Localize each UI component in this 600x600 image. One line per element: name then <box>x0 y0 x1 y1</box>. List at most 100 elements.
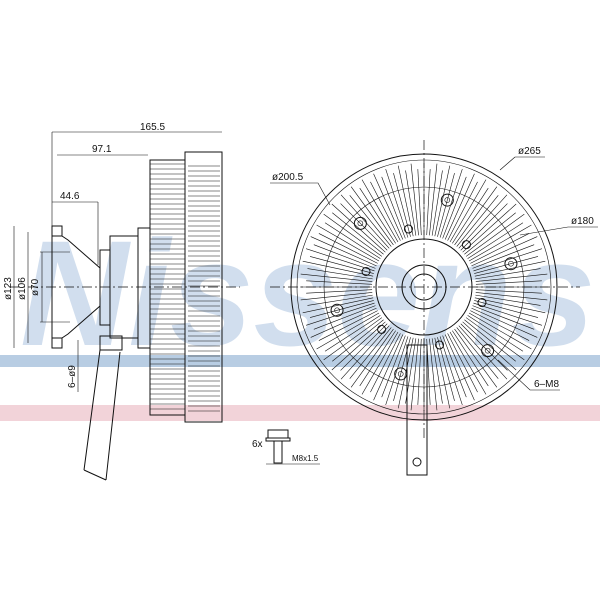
dim-outer-dia: ø265 <box>518 146 541 157</box>
radial-fin <box>350 328 394 388</box>
radial-fin <box>305 248 375 272</box>
radial-fin <box>323 317 383 361</box>
radial-fin <box>393 337 411 402</box>
radial-fin <box>373 173 404 240</box>
radial-fin <box>381 176 406 239</box>
mount-hole <box>461 240 471 250</box>
radial-fin <box>302 297 374 314</box>
radial-fin <box>470 233 530 264</box>
radial-fin <box>444 173 475 240</box>
radial-fin <box>397 165 414 237</box>
radial-fin <box>307 294 373 306</box>
radial-fin <box>331 321 386 371</box>
radial-fin <box>456 327 499 379</box>
radial-fin <box>359 187 396 244</box>
radial-fin <box>405 170 417 236</box>
radial-fin <box>475 292 548 301</box>
radial-fin <box>474 297 546 314</box>
radial-fin <box>472 305 535 330</box>
radial-fin <box>340 325 390 380</box>
dim-threads: 6–M8 <box>534 379 559 390</box>
radial-fin <box>309 300 374 318</box>
radial-fin <box>300 273 373 282</box>
threaded-hole-core <box>508 260 514 267</box>
radial-fin <box>340 194 390 249</box>
radial-fin <box>444 334 475 401</box>
radial-fin <box>454 328 498 388</box>
threaded-hole <box>330 303 344 317</box>
dim-flange-length: 44.6 <box>60 191 80 202</box>
radial-fin <box>471 307 538 338</box>
radial-fin <box>458 325 508 380</box>
radial-fin <box>437 337 455 402</box>
radial-fin <box>417 169 422 236</box>
radial-fin <box>462 203 517 253</box>
radial-fin <box>474 256 539 274</box>
radial-fin <box>431 170 443 236</box>
dim-fin-dia: ø200.5 <box>272 172 304 183</box>
radial-fin <box>467 315 524 352</box>
radial-fin <box>447 181 478 241</box>
radial-fin <box>456 195 499 247</box>
bolt-thread: M8x1.5 <box>292 454 319 463</box>
radial-fin <box>385 168 409 238</box>
radial-fin <box>417 338 422 405</box>
radial-fin <box>437 172 455 237</box>
radial-fin <box>323 213 383 257</box>
dim-pilot-dia: ø70 <box>30 278 41 296</box>
radial-fin <box>370 333 401 393</box>
radial-fin <box>331 203 386 253</box>
mount-hole <box>361 266 371 276</box>
dim-bolt-circle: ø106 <box>17 277 28 300</box>
radial-fin <box>313 305 376 330</box>
radial-fin <box>439 336 463 406</box>
dim-overall-length: 165.5 <box>140 122 165 133</box>
dim-hub-length: 97.1 <box>92 144 112 155</box>
radial-fin <box>313 244 376 269</box>
dim-flange-dia: ø123 <box>3 277 14 300</box>
radial-fin <box>465 213 525 257</box>
radial-fin <box>306 289 373 294</box>
radial-fin <box>449 179 487 243</box>
threaded-hole-core <box>484 347 491 354</box>
radial-fin <box>475 280 542 285</box>
radial-fin <box>442 176 467 239</box>
radial-fin <box>464 319 516 362</box>
radial-fin <box>332 319 384 362</box>
radial-fin <box>475 268 541 280</box>
radial-fin <box>318 310 378 341</box>
radial-fin <box>305 302 375 326</box>
radial-fin <box>324 222 381 259</box>
radial-fin <box>474 260 546 277</box>
radial-fin <box>434 165 451 237</box>
radial-fin <box>370 181 401 241</box>
radial-fin <box>442 335 467 398</box>
radial-fin <box>429 338 438 411</box>
threaded-hole <box>353 216 367 230</box>
radial-fin <box>316 312 380 350</box>
threaded-hole <box>440 193 454 207</box>
radial-fin <box>340 323 388 371</box>
radial-fin <box>381 335 406 398</box>
radial-fin <box>465 317 525 361</box>
radial-fin <box>393 172 411 237</box>
radial-fin <box>350 186 394 246</box>
radial-fin <box>410 338 419 411</box>
threaded-hole-core <box>444 197 451 203</box>
radial-fin <box>361 179 399 243</box>
threaded-hole-core <box>334 307 340 314</box>
radial-fin <box>373 334 404 401</box>
radial-fin <box>462 321 517 371</box>
radial-fin <box>429 163 438 236</box>
radial-fin <box>307 268 373 280</box>
radial-fin <box>318 233 378 264</box>
dim-bolt-dia: ø180 <box>571 216 594 227</box>
radial-fin <box>464 212 516 255</box>
radial-fin <box>468 312 532 350</box>
radial-fin <box>324 315 381 352</box>
radial-fin <box>439 168 463 238</box>
threaded-hole <box>481 344 495 358</box>
bolt-detail: 6x M8x1.5 <box>252 429 320 465</box>
radial-fin <box>474 300 539 318</box>
